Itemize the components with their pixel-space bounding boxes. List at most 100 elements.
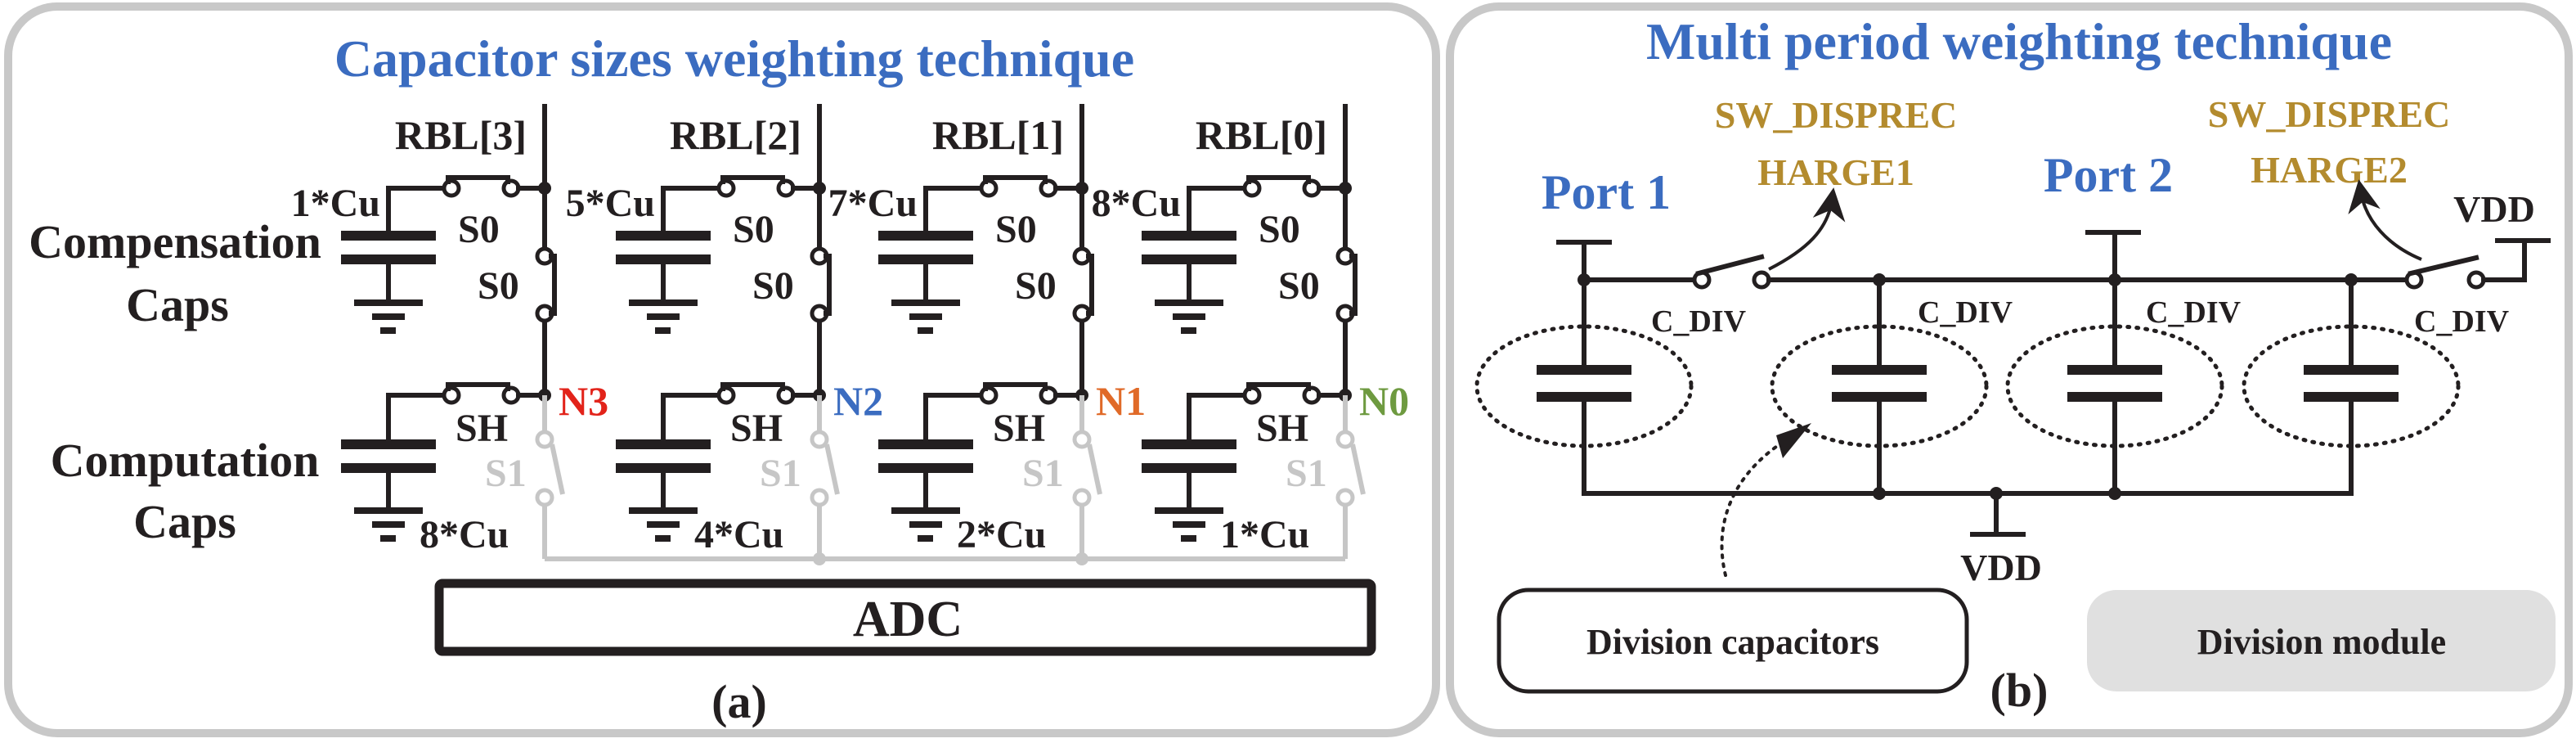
s1-switch-lever: [824, 444, 840, 495]
rbl-label: RBL[2]: [670, 112, 801, 158]
compensation-label: Compensation: [29, 215, 321, 268]
division-module-legend: [2087, 590, 2556, 691]
capacitor-plate: [1832, 365, 1927, 375]
compensation-cap-label: 5*Cu: [566, 182, 655, 225]
switch1-label-line1: SW_DISPREC: [1715, 94, 1958, 136]
ground-icon: [918, 535, 933, 542]
capacitor-wire: [1187, 186, 1247, 238]
s1-label: S1: [1286, 452, 1327, 495]
panel-a: Capacitor sizes weighting technique Comp…: [4, 2, 1440, 737]
capacitor-plate: [2067, 365, 2162, 375]
ground-icon: [354, 299, 423, 306]
s0-label: S0: [1259, 208, 1300, 251]
closed-switch-bar: [983, 175, 1048, 184]
ground-icon: [655, 327, 671, 334]
switch1-lever: [1695, 254, 1765, 277]
node-label: N0: [1359, 378, 1409, 424]
closed-switch-bar: [983, 382, 1048, 391]
sh-switch-terminal: [1242, 385, 1262, 405]
ground-icon: [629, 299, 698, 306]
adc-block: [434, 579, 1376, 656]
ground-icon: [891, 299, 960, 306]
panel-b-border: [1446, 2, 2573, 737]
capacitor-plate: [341, 254, 436, 264]
ground-icon: [891, 507, 960, 514]
closed-switch-bar: [720, 382, 785, 391]
closed-switch-bar: [1246, 175, 1311, 184]
junction-dot: [1873, 273, 1886, 286]
sh-label: SH: [993, 407, 1045, 450]
closed-switch-bar: [446, 382, 510, 391]
port2-terminal: [2085, 230, 2141, 282]
computation-cap-label: 2*Cu: [957, 513, 1046, 556]
ground-icon: [1173, 313, 1205, 320]
vdd-bottom-label: VDD: [1960, 547, 2042, 588]
capacitor-plate: [878, 463, 973, 473]
s1-switch-lever: [1087, 444, 1102, 495]
capacitor-plate: [2067, 392, 2162, 402]
capacitor-plate: [616, 254, 711, 264]
node-label: N1: [1096, 378, 1146, 424]
closed-switch-bar: [1246, 382, 1311, 391]
division-capacitors-legend: [1497, 588, 1969, 694]
ground-icon: [380, 535, 396, 542]
ground-icon: [372, 313, 405, 320]
computation-cap-label: 8*Cu: [420, 513, 509, 556]
ground-icon: [1181, 327, 1196, 334]
switch2-arrow: [2348, 179, 2422, 261]
sh-label: SH: [730, 407, 783, 450]
sh-switch-terminal: [442, 385, 461, 405]
division-capacitors-label: Division capacitors: [1586, 622, 1879, 662]
computation-cap-label: 4*Cu: [694, 513, 783, 556]
s0-series-label: S0: [1278, 264, 1320, 308]
panel-b-caption: (b): [1990, 664, 2049, 717]
computation-caps-label: Caps: [133, 495, 236, 548]
bus-junction-dot: [813, 552, 826, 565]
s0-label: S0: [458, 208, 500, 251]
panel-a-title: Capacitor sizes weighting technique: [334, 29, 1134, 88]
closed-switch-bar: [1349, 254, 1358, 316]
ground-icon: [647, 521, 680, 528]
switch2-label-line2: HARGE2: [2251, 149, 2408, 191]
capacitor-wire: [1187, 393, 1247, 447]
ground-icon: [918, 327, 933, 334]
rbl-label: RBL[0]: [1196, 112, 1327, 158]
s0-switch-terminal: [979, 178, 999, 198]
capacitor-plate: [2304, 392, 2399, 402]
closed-switch-bar: [824, 254, 832, 316]
capacitor-plate: [616, 439, 711, 449]
vdd-top-terminal: [2481, 238, 2551, 282]
capacitor-plate: [1537, 392, 1631, 402]
capacitor-plate: [1142, 231, 1236, 241]
panel-b-title: Multi period weighting technique: [1646, 12, 2392, 70]
bitline-columns: RBL[3]1*CuS0S0SHS18*CuN3RBL[2]5*CuS0S0SH…: [291, 104, 1409, 559]
junction-dot: [2345, 273, 2358, 286]
rbl-label: RBL[1]: [932, 112, 1064, 158]
s1-switch-terminal: [1335, 430, 1355, 449]
capacitor-wire: [661, 393, 721, 447]
division-module-label: Division module: [2197, 622, 2446, 662]
ground-icon: [655, 535, 671, 542]
switch1-label-line2: HARGE1: [1757, 151, 1914, 193]
c-div-label: C_DIV: [2414, 304, 2510, 339]
compensation-cap-label: 7*Cu: [828, 182, 918, 225]
s0-series-label: S0: [478, 264, 519, 308]
capacitor-wire: [386, 393, 447, 447]
closed-switch-bar: [549, 254, 557, 316]
junction-dot: [2108, 273, 2121, 286]
compensation-cap-label: 8*Cu: [1092, 182, 1181, 225]
switch2-lever: [2408, 254, 2480, 277]
c-div-label: C_DIV: [2146, 295, 2242, 330]
capacitor-plate: [616, 231, 711, 241]
ground-icon: [1155, 299, 1223, 306]
ground-icon: [380, 327, 396, 334]
capacitor-plate: [341, 439, 436, 449]
closed-switch-bar: [720, 175, 785, 184]
capacitor-plate: [878, 439, 973, 449]
capacitor-plate: [616, 463, 711, 473]
capacitor-wire: [661, 186, 721, 238]
